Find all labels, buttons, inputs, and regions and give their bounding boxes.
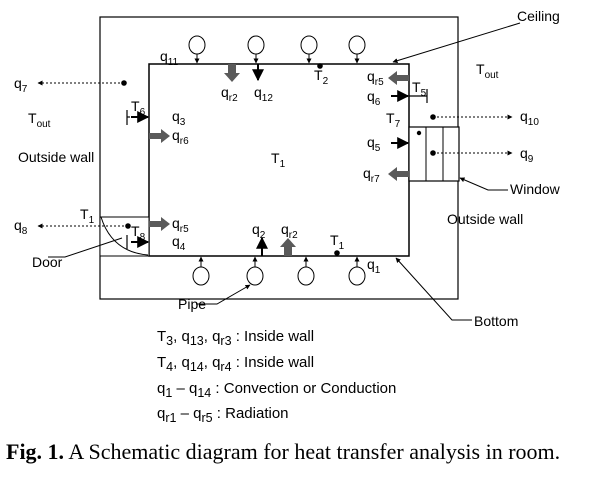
qr5-left-label: qr5 (172, 215, 189, 235)
qr5-right-label: qr5 (367, 68, 384, 88)
legend-line-4: qr1 – qr5 : Radiation (157, 405, 289, 425)
bottom-leader (395, 257, 472, 321)
q2-label: q2 (252, 221, 266, 241)
t7-label: T7 (386, 110, 401, 130)
legend-line-1: T3, q13, qr3 : Inside wall (157, 328, 315, 348)
heat-transfer-diagram: Ceiling Tout Tout Outside wall Outside w… (14, 8, 561, 329)
window-label: Window (510, 181, 561, 197)
q6-label: q6 (367, 88, 381, 108)
q8-label: q8 (14, 217, 28, 237)
q10-label: q10 (520, 108, 539, 128)
outside-wall-right-label: Outside wall (447, 211, 523, 227)
wall-thickness-marks (126, 89, 428, 249)
window-leader (459, 177, 508, 191)
t6-label: T6 (131, 98, 146, 118)
door-label: Door (32, 254, 63, 270)
ceiling-label: Ceiling (517, 8, 560, 24)
qr2-top-arrow (224, 64, 240, 82)
q9-label: q9 (520, 145, 534, 165)
pipe-leader (196, 284, 251, 305)
qr7-arrow (388, 167, 409, 181)
caption-prefix: Fig. 1. (6, 439, 65, 464)
bottom-pipes (192, 256, 366, 286)
q7-label: q7 (14, 75, 28, 95)
conduction-arrows (131, 64, 410, 256)
legend-line-3: q1 – q14 : Convection or Conduction (157, 380, 397, 400)
t1-bottom-label: T1 (330, 232, 345, 252)
top-pipes (188, 35, 366, 64)
caption-text: A Schematic diagram for heat transfer an… (64, 439, 561, 464)
sensor-dots (121, 63, 436, 256)
q12-label: q12 (254, 84, 273, 104)
t1-center-label: T1 (271, 150, 286, 170)
qr6-label: qr6 (172, 127, 189, 147)
door-leader (48, 237, 123, 258)
figure-caption: Fig. 1. A Schematic diagram for heat tra… (6, 438, 581, 466)
radiation-arrows (149, 64, 409, 256)
diagram-labels: Ceiling Tout Tout Outside wall Outside w… (14, 8, 561, 329)
t2-label: T2 (314, 67, 329, 87)
q5-label: q5 (367, 134, 381, 154)
t8-label: T8 (131, 223, 146, 243)
qr2-top-label: qr2 (221, 84, 238, 104)
q11-label: q11 (160, 48, 179, 68)
q1-label: q1 (367, 256, 381, 276)
qr5-left-arrow (149, 217, 170, 231)
outside-wall-left-label: Outside wall (18, 149, 94, 165)
q4-label: q4 (172, 233, 186, 253)
ceiling-leader (392, 22, 521, 64)
bottom-label: Bottom (474, 313, 518, 329)
qr2-bottom-label: qr2 (281, 221, 298, 241)
pipe-label: Pipe (178, 296, 206, 312)
dashed-arrows (37, 80, 513, 229)
qr2-bottom-arrow (280, 238, 296, 256)
q3-label: q3 (172, 108, 186, 128)
legend-line-2: T4, q14, qr4 : Inside wall (157, 354, 315, 374)
leader-lines (48, 22, 521, 321)
t-out-right-label: Tout (476, 61, 499, 81)
qr7-label: qr7 (363, 165, 380, 185)
t5-label: T5 (412, 79, 427, 99)
t1-door-label: T1 (80, 206, 95, 226)
qr5-right-arrow (388, 71, 409, 85)
qr6-arrow (149, 129, 170, 143)
t-out-left-label: Tout (28, 110, 51, 130)
